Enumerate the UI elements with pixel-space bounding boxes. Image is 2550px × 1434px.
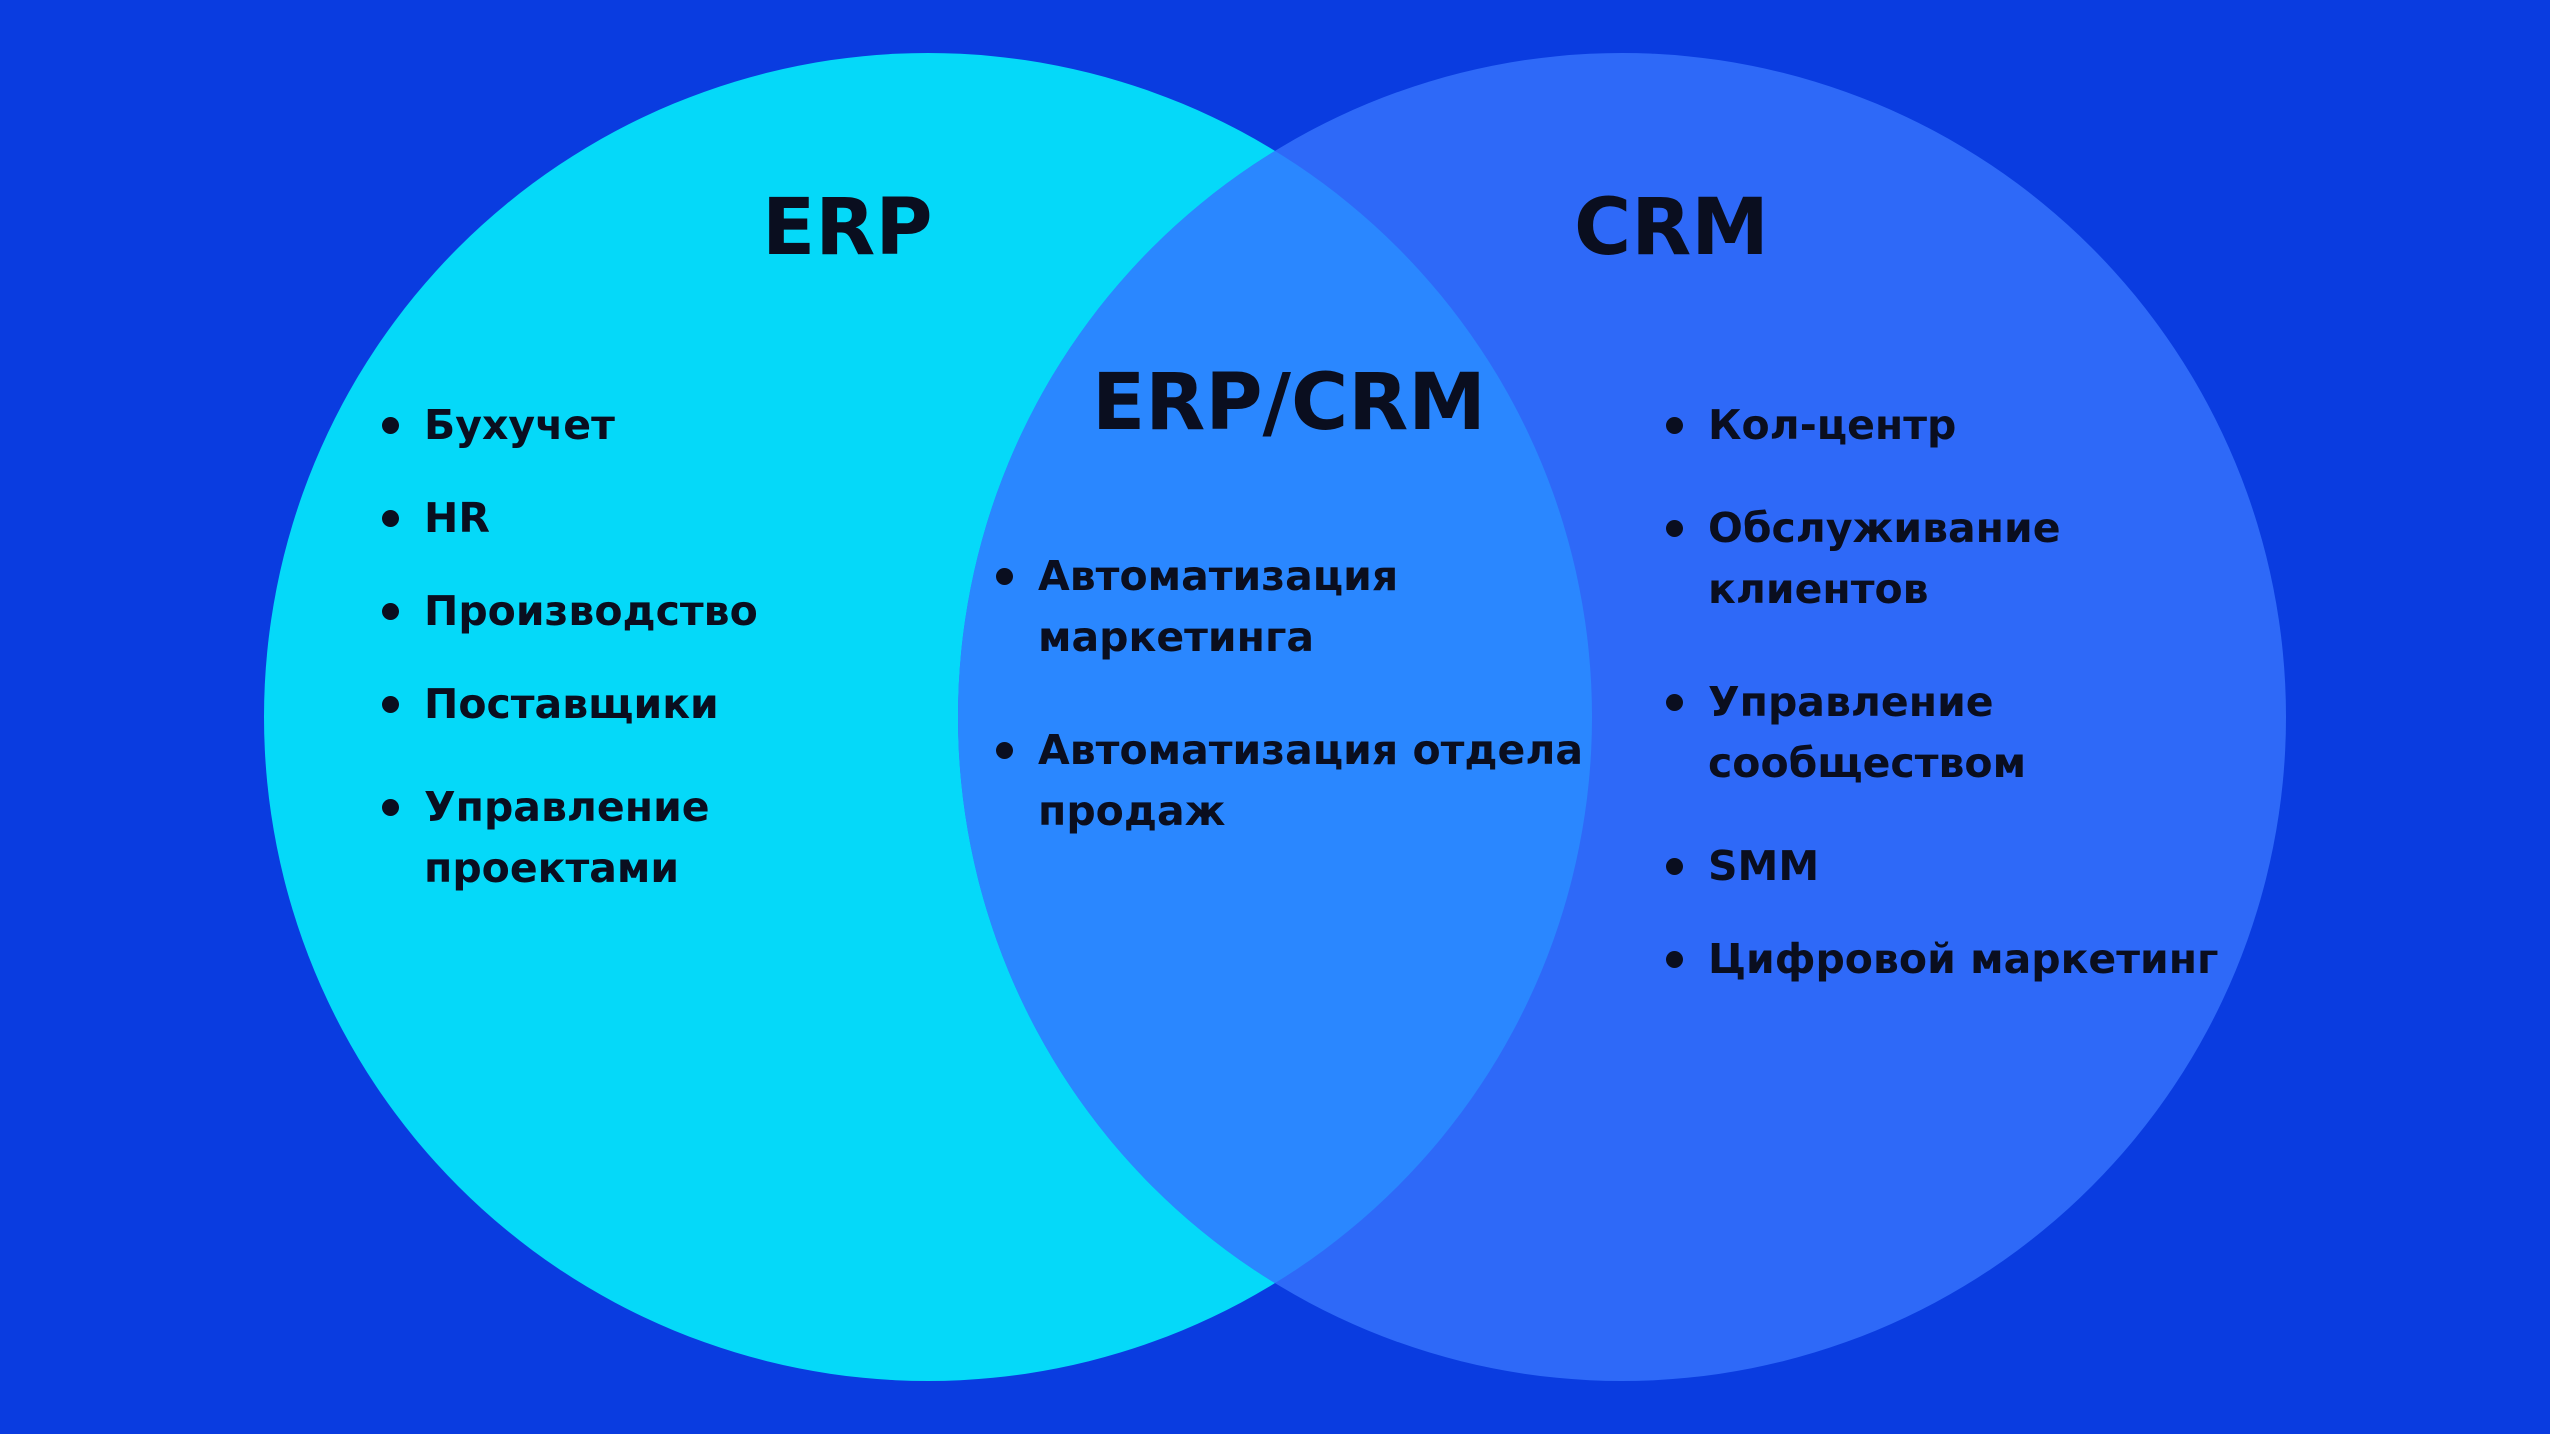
erp-item-list: Бухучет HR Производство Поставщики Управ… — [382, 395, 758, 899]
list-item: Обслуживание клиентов — [1666, 498, 2218, 620]
bullet-icon — [1666, 520, 1683, 537]
list-item: Цифровой маркетинг — [1666, 929, 2218, 990]
list-item: Производство — [382, 581, 758, 642]
list-item: Управление сообществом — [1666, 672, 2218, 794]
bullet-icon — [1666, 694, 1683, 711]
list-item: HR — [382, 488, 758, 549]
overlap-region — [958, 53, 1592, 1381]
bullet-icon — [1666, 951, 1683, 968]
bullet-icon — [382, 603, 399, 620]
list-item: Управление проектами — [382, 777, 758, 899]
bullet-icon — [382, 510, 399, 527]
list-item-label: Автоматизация маркетинга — [1038, 552, 1399, 661]
list-item-label: Автоматизация отдела продаж — [1038, 726, 1584, 835]
list-item-label: Цифровой маркетинг — [1708, 935, 2219, 983]
list-item: SMM — [1666, 836, 2218, 897]
list-item: Кол-центр — [1666, 395, 2218, 456]
list-item: Бухучет — [382, 395, 758, 456]
list-item-label: Бухучет — [424, 401, 615, 449]
bullet-icon — [996, 742, 1013, 759]
bullet-icon — [382, 696, 399, 713]
overlap-item-list: Автоматизация маркетинга Автоматизация о… — [996, 546, 1583, 842]
bullet-icon — [996, 568, 1013, 585]
bullet-icon — [1666, 858, 1683, 875]
list-item-label: Обслуживание клиентов — [1708, 504, 2061, 613]
crm-title: CRM — [1574, 183, 1769, 273]
list-item-label: Кол-центр — [1708, 401, 1957, 449]
list-item-label: Управление сообществом — [1708, 678, 2027, 787]
list-item-label: SMM — [1708, 842, 1820, 890]
bullet-icon — [382, 417, 399, 434]
list-item: Автоматизация отдела продаж — [996, 720, 1583, 842]
list-item: Автоматизация маркетинга — [996, 546, 1583, 668]
list-item-label: HR — [424, 494, 490, 542]
list-item-label: Управление проектами — [424, 783, 710, 892]
bullet-icon — [1666, 417, 1683, 434]
crm-item-list: Кол-центр Обслуживание клиентов Управлен… — [1666, 395, 2218, 990]
erp-title: ERP — [762, 183, 933, 273]
list-item: Поставщики — [382, 674, 758, 735]
bullet-icon — [382, 799, 399, 816]
list-item-label: Поставщики — [424, 680, 719, 728]
list-item-label: Производство — [424, 587, 758, 635]
overlap-title: ERP/CRM — [1092, 358, 1486, 448]
